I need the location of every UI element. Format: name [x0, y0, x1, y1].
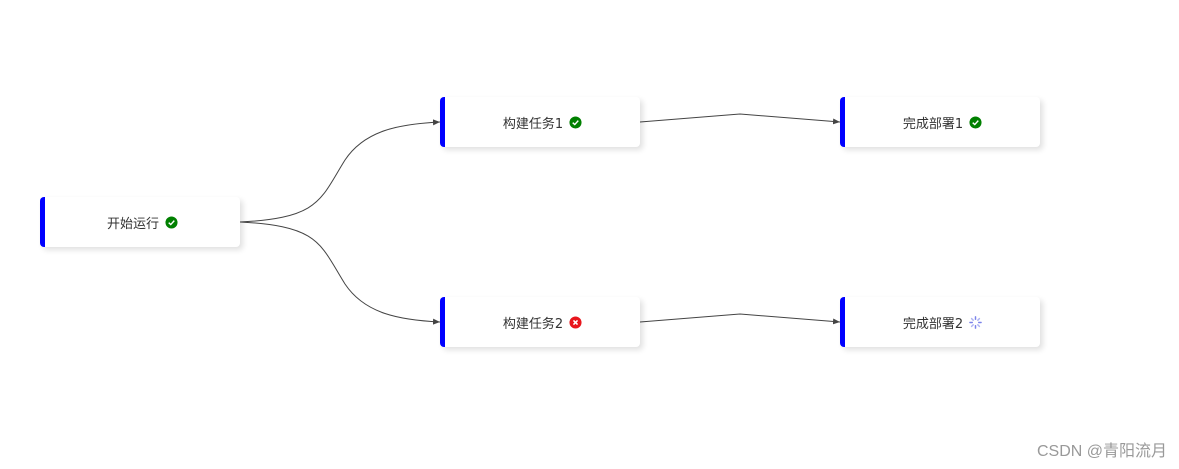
edge-start-task1[interactable] — [239, 119, 441, 223]
success-check-icon — [165, 215, 178, 229]
node-deploy1[interactable]: 完成部署1 — [840, 97, 1040, 147]
edge-task1-deploy1[interactable] — [639, 113, 841, 125]
node-start[interactable]: 开始运行 — [40, 197, 240, 247]
node-label: 开始运行 — [106, 216, 159, 232]
edge-task2-deploy2[interactable] — [639, 313, 841, 325]
edge-start-task2[interactable] — [239, 221, 441, 325]
watermark: CSDN @青阳流月 — [1036, 443, 1167, 460]
node-task1[interactable]: 构建任务1 — [440, 97, 640, 147]
success-check-icon — [569, 115, 582, 129]
success-check-icon — [969, 115, 982, 129]
node-label: 完成部署2 — [902, 316, 964, 332]
node-label: 构建任务1 — [502, 116, 564, 132]
node-label: 完成部署1 — [902, 116, 964, 132]
node-deploy2[interactable]: 完成部署2 — [840, 297, 1040, 347]
node-label: 构建任务2 — [502, 316, 564, 332]
failed-x-icon — [569, 315, 582, 329]
node-task2[interactable]: 构建任务2 — [440, 297, 640, 347]
loading-spinner-icon — [969, 315, 982, 329]
